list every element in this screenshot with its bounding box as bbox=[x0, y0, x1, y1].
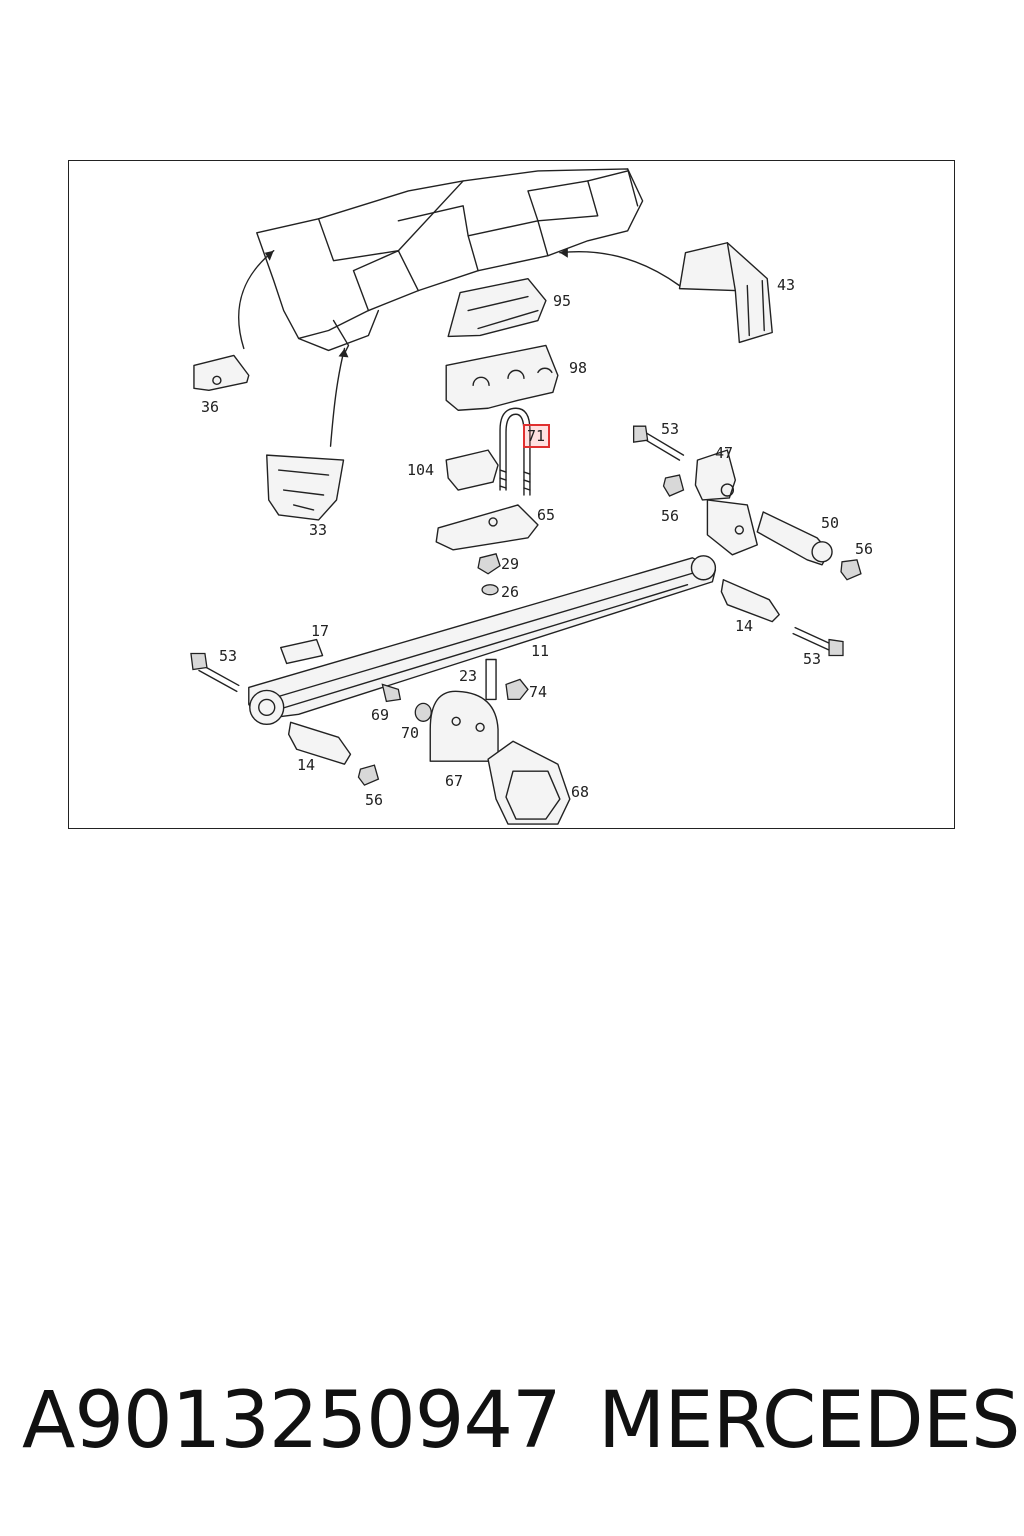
assembly-arrows bbox=[238, 247, 681, 447]
label-56-top: 56 bbox=[661, 507, 680, 525]
part-53-bolt-right bbox=[792, 626, 833, 652]
part-69-pin bbox=[381, 683, 402, 703]
part-number: A9013250947 bbox=[22, 1376, 562, 1466]
label-53-right: 53 bbox=[803, 650, 822, 668]
part-36-bracket bbox=[193, 354, 250, 392]
part-95-plate bbox=[447, 277, 547, 338]
label-104: 104 bbox=[407, 461, 435, 479]
part-11-leaf-spring bbox=[248, 555, 717, 726]
label-53-top: 53 bbox=[661, 420, 680, 438]
brand-name: MERCEDES bbox=[598, 1376, 1020, 1466]
label-70: 70 bbox=[401, 724, 420, 742]
label-69: 69 bbox=[371, 706, 390, 724]
part-104-pad bbox=[445, 449, 499, 491]
label-33: 33 bbox=[309, 521, 328, 539]
label-17: 17 bbox=[311, 622, 330, 640]
label-14-left: 14 bbox=[297, 756, 316, 774]
part-98-bracket bbox=[445, 344, 559, 411]
part-26-washer bbox=[481, 584, 499, 596]
part-43-bracket bbox=[678, 242, 773, 344]
part-14-bushing-right bbox=[720, 579, 780, 623]
label-53-left: 53 bbox=[219, 647, 238, 665]
label-67: 67 bbox=[445, 772, 464, 790]
label-56-right: 56 bbox=[855, 540, 874, 558]
label-36: 36 bbox=[201, 398, 220, 416]
label-29: 29 bbox=[501, 555, 520, 573]
part-56-nut-right bbox=[840, 559, 862, 581]
part-56-nut-bottom bbox=[357, 764, 380, 786]
label-98: 98 bbox=[569, 359, 588, 377]
part-65-plate bbox=[435, 504, 539, 551]
exploded-parts-drawing bbox=[190, 168, 862, 825]
label-26: 26 bbox=[501, 583, 520, 601]
label-71-highlighted[interactable]: 71 bbox=[523, 424, 551, 448]
part-47-shackle bbox=[694, 449, 758, 556]
label-50: 50 bbox=[821, 514, 840, 532]
label-56-bottom: 56 bbox=[365, 791, 384, 809]
part-53-bolt-left bbox=[198, 663, 240, 693]
chassis-frame bbox=[256, 168, 644, 357]
parts-diagram-frame: 95 98 43 36 33 71 104 65 29 26 53 47 56 … bbox=[68, 160, 955, 829]
label-95: 95 bbox=[553, 292, 572, 310]
part-56-nut-top bbox=[662, 474, 685, 497]
label-23: 23 bbox=[459, 667, 478, 685]
part-23-bolt bbox=[485, 658, 497, 701]
label-47: 47 bbox=[715, 444, 734, 462]
label-43: 43 bbox=[777, 276, 796, 294]
part-33-bracket bbox=[266, 454, 345, 521]
part-14-bushing-left bbox=[287, 721, 352, 765]
label-68: 68 bbox=[571, 783, 590, 801]
part-70-washer bbox=[414, 702, 432, 722]
part-17-pad bbox=[279, 638, 324, 665]
label-65: 65 bbox=[537, 506, 556, 524]
label-74: 74 bbox=[529, 683, 548, 701]
part-68-mount bbox=[487, 740, 571, 825]
label-14-right: 14 bbox=[735, 617, 754, 635]
part-29-nut bbox=[477, 553, 501, 575]
part-67-block bbox=[429, 690, 499, 762]
label-11: 11 bbox=[531, 642, 550, 660]
part-71-u-bolt bbox=[499, 407, 531, 496]
part-50-bushing bbox=[756, 511, 833, 566]
part-74-nut bbox=[505, 678, 529, 701]
